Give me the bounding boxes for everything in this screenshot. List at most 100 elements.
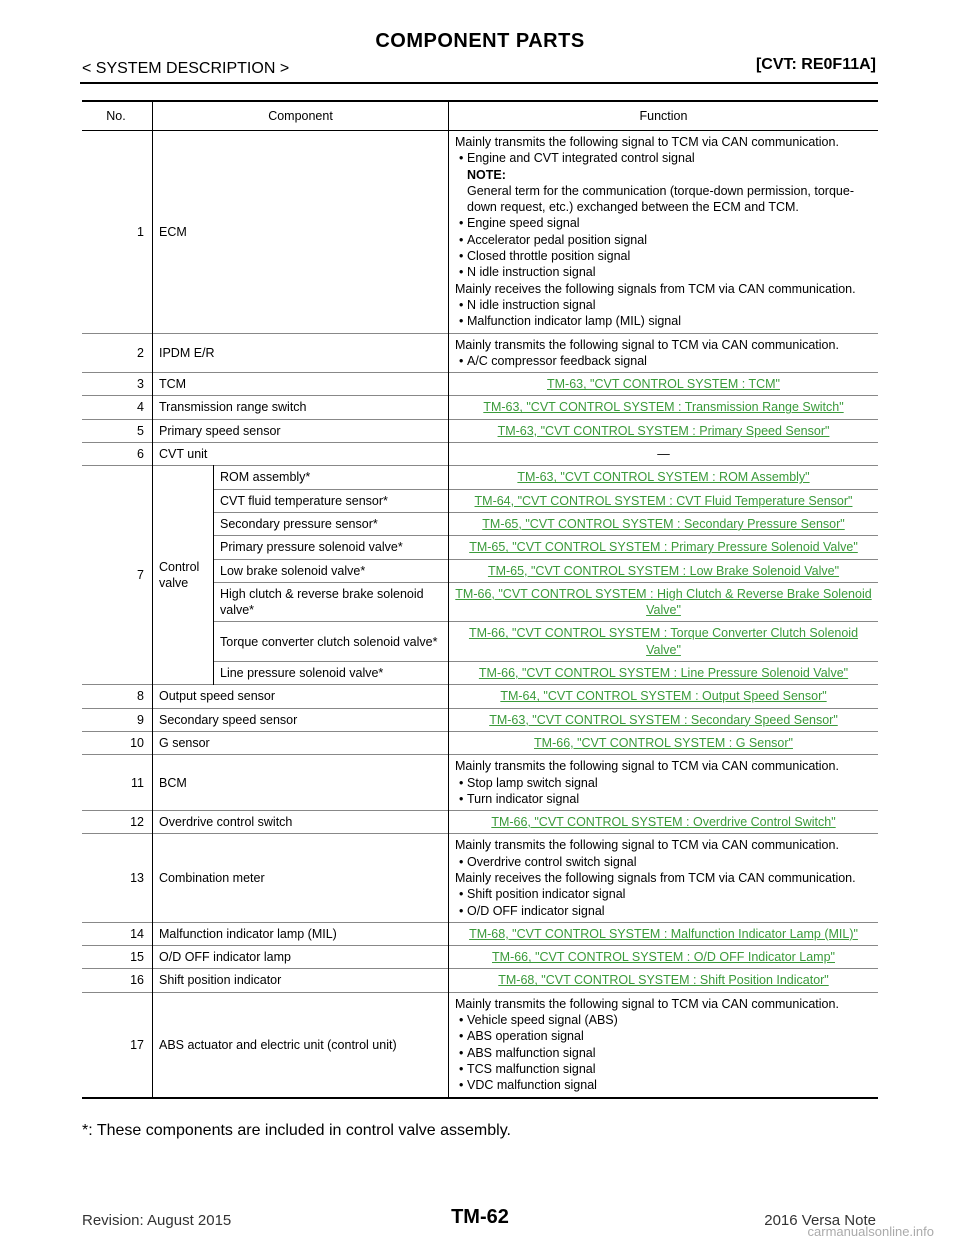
row-number: 7 bbox=[82, 465, 153, 685]
row-number: 3 bbox=[82, 372, 153, 396]
component-name: Malfunction indicator lamp (MIL) bbox=[152, 921, 449, 946]
list-item: N idle instruction signal bbox=[455, 297, 872, 313]
component-name: Shift position indicator bbox=[152, 968, 449, 993]
reference-link[interactable]: TM-63, "CVT CONTROL SYSTEM : TCM" bbox=[547, 377, 780, 392]
row-number: 14 bbox=[82, 921, 153, 946]
revision-date: Revision: August 2015 bbox=[82, 1212, 232, 1229]
row-number: 12 bbox=[82, 810, 153, 834]
reference-link[interactable]: TM-64, "CVT CONTROL SYSTEM : Output Spee… bbox=[500, 689, 827, 704]
reference-link[interactable]: TM-63, "CVT CONTROL SYSTEM : Transmissio… bbox=[483, 400, 844, 415]
function-text: Mainly transmits the following signal to… bbox=[455, 996, 839, 1011]
row-number: 10 bbox=[82, 730, 153, 755]
list-item: TCS malfunction signal bbox=[455, 1061, 872, 1077]
list-item: ABS operation signal bbox=[455, 1028, 872, 1044]
list-item: Vehicle speed signal (ABS) bbox=[455, 1012, 872, 1028]
component-name: Overdrive control switch bbox=[152, 810, 449, 834]
component-name: G sensor bbox=[152, 730, 449, 755]
table-row: 6 CVT unit — bbox=[82, 442, 878, 466]
table-row: 7 Control valve ROM assembly* TM-63, "CV… bbox=[82, 465, 878, 685]
table-row: High clutch & reverse brake solenoid val… bbox=[82, 581, 878, 622]
table-row: CVT fluid temperature sensor* TM-64, "CV… bbox=[82, 488, 878, 513]
table-row: Line pressure solenoid valve* TM-66, "CV… bbox=[82, 661, 878, 685]
reference-link[interactable]: TM-66, "CVT CONTROL SYSTEM : O/D OFF Ind… bbox=[492, 950, 835, 965]
list-item: Accelerator pedal position signal bbox=[455, 232, 872, 248]
component-table: No. Component Function 1 ECM Mainly tran… bbox=[82, 100, 878, 1099]
sub-component-name: Primary pressure solenoid valve* bbox=[213, 535, 449, 560]
table-row: 11 BCM Mainly transmits the following si… bbox=[82, 754, 878, 811]
component-name: TCM bbox=[152, 372, 449, 396]
section-label: < SYSTEM DESCRIPTION > bbox=[82, 60, 290, 77]
function-text: Mainly receives the following signals fr… bbox=[455, 870, 856, 885]
function-text: Mainly receives the following signals fr… bbox=[455, 281, 856, 296]
list-item: ABS malfunction signal bbox=[455, 1045, 872, 1061]
table-header-row: No. Component Function bbox=[82, 100, 878, 131]
reference-link[interactable]: TM-65, "CVT CONTROL SYSTEM : Secondary P… bbox=[482, 516, 845, 531]
row-number: 11 bbox=[82, 754, 153, 811]
table-row: 13 Combination meter Mainly transmits th… bbox=[82, 833, 878, 923]
component-name: Secondary speed sensor bbox=[152, 707, 449, 732]
function-text: Mainly transmits the following signal to… bbox=[455, 759, 839, 774]
reference-link[interactable]: TM-65, "CVT CONTROL SYSTEM : Low Brake S… bbox=[487, 563, 840, 578]
function-cell: Mainly transmits the following signal to… bbox=[448, 332, 878, 373]
reference-link[interactable]: TM-66, "CVT CONTROL SYSTEM : Overdrive C… bbox=[491, 815, 836, 830]
reference-link[interactable]: TM-66, "CVT CONTROL SYSTEM : Torque Conv… bbox=[468, 626, 859, 657]
row-number: 13 bbox=[82, 833, 153, 923]
component-name: Control valve bbox=[152, 465, 214, 685]
reference-link[interactable]: TM-63, "CVT CONTROL SYSTEM : Primary Spe… bbox=[497, 423, 830, 438]
row-number: 4 bbox=[82, 395, 153, 420]
header-rule bbox=[80, 82, 878, 84]
note-text: General term for the communication (torq… bbox=[467, 183, 854, 215]
table-row: 10 G sensor TM-66, "CVT CONTROL SYSTEM :… bbox=[82, 730, 878, 755]
function-cell: Mainly transmits the following signal to… bbox=[448, 991, 878, 1099]
table-row: Low brake solenoid valve* TM-65, "CVT CO… bbox=[82, 558, 878, 583]
list-item: Overdrive control switch signal bbox=[455, 854, 872, 870]
table-row: 1 ECM Mainly transmits the following sig… bbox=[82, 130, 878, 334]
reference-link[interactable]: TM-68, "CVT CONTROL SYSTEM : Shift Posit… bbox=[498, 973, 829, 988]
reference-link[interactable]: TM-63, "CVT CONTROL SYSTEM : ROM Assembl… bbox=[517, 470, 810, 485]
sub-component-name: CVT fluid temperature sensor* bbox=[213, 488, 449, 513]
table-row: 14 Malfunction indicator lamp (MIL) TM-6… bbox=[82, 921, 878, 946]
list-item: Engine and CVT integrated control signal bbox=[455, 150, 872, 166]
sub-component-name: Secondary pressure sensor* bbox=[213, 511, 449, 536]
reference-link[interactable]: TM-68, "CVT CONTROL SYSTEM : Malfunction… bbox=[469, 926, 858, 941]
component-name: IPDM E/R bbox=[152, 332, 449, 373]
row-number: 17 bbox=[82, 991, 153, 1099]
list-item: N idle instruction signal bbox=[455, 264, 872, 280]
reference-link[interactable]: TM-66, "CVT CONTROL SYSTEM : Line Pressu… bbox=[478, 666, 849, 681]
table-row: Torque converter clutch solenoid valve* … bbox=[82, 621, 878, 662]
row-number: 6 bbox=[82, 442, 153, 466]
list-item: Malfunction indicator lamp (MIL) signal bbox=[455, 313, 872, 329]
function-text: Mainly transmits the following signal to… bbox=[455, 135, 839, 149]
row-number: 15 bbox=[82, 945, 153, 969]
reference-link[interactable]: TM-63, "CVT CONTROL SYSTEM : Secondary S… bbox=[489, 712, 838, 727]
reference-link[interactable]: TM-65, "CVT CONTROL SYSTEM : Primary Pre… bbox=[469, 540, 858, 555]
table-row: 15 O/D OFF indicator lamp TM-66, "CVT CO… bbox=[82, 945, 878, 969]
table-row: 2 IPDM E/R Mainly transmits the followin… bbox=[82, 332, 878, 373]
vehicle-model: 2016 Versa Note bbox=[764, 1212, 876, 1229]
component-name: ABS actuator and electric unit (control … bbox=[152, 991, 449, 1099]
reference-link[interactable]: TM-66, "CVT CONTROL SYSTEM : G Sensor" bbox=[534, 735, 793, 750]
reference-link[interactable]: TM-64, "CVT CONTROL SYSTEM : CVT Fluid T… bbox=[474, 493, 853, 508]
reference-link[interactable]: TM-66, "CVT CONTROL SYSTEM : High Clutch… bbox=[455, 586, 872, 618]
sub-component-name: ROM assembly* bbox=[213, 465, 449, 490]
component-name: O/D OFF indicator lamp bbox=[152, 945, 449, 969]
list-item: Engine speed signal bbox=[455, 215, 872, 231]
footnote: *: These components are included in cont… bbox=[82, 1122, 511, 1139]
list-item: Stop lamp switch signal bbox=[455, 775, 872, 791]
component-name: CVT unit bbox=[152, 442, 449, 466]
table-row: 16 Shift position indicator TM-68, "CVT … bbox=[82, 968, 878, 993]
row-number: 2 bbox=[82, 332, 153, 373]
list-item: Shift position indicator signal bbox=[455, 886, 872, 902]
function-cell: Mainly transmits the following signal to… bbox=[448, 833, 878, 923]
table-row: Secondary pressure sensor* TM-65, "CVT C… bbox=[82, 511, 878, 536]
note-label: NOTE: bbox=[467, 167, 506, 182]
page-title: COMPONENT PARTS bbox=[375, 30, 585, 52]
sub-component-name: Low brake solenoid valve* bbox=[213, 558, 449, 583]
row-number: 16 bbox=[82, 968, 153, 993]
list-item: VDC malfunction signal bbox=[455, 1077, 872, 1093]
model-code: [CVT: RE0F11A] bbox=[755, 56, 876, 73]
function-text: Mainly transmits the following signal to… bbox=[455, 337, 839, 352]
row-number: 8 bbox=[82, 684, 153, 709]
table-row: 17 ABS actuator and electric unit (contr… bbox=[82, 991, 878, 1099]
table-row: 9 Secondary speed sensor TM-63, "CVT CON… bbox=[82, 707, 878, 732]
